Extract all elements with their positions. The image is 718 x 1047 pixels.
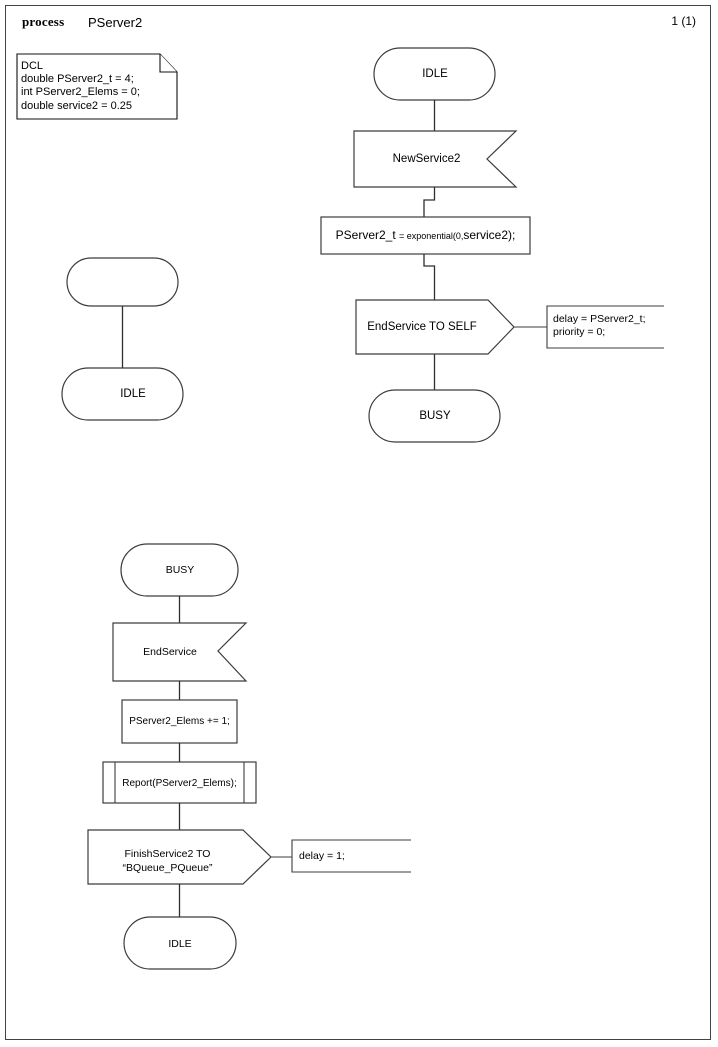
procedure-label-report: Report(PServer2_Elems); [122, 778, 237, 789]
state-symbol-busy-bottom[interactable] [120, 543, 239, 597]
input-symbol-newservice2[interactable] [353, 130, 518, 188]
dcl-box-shape [16, 53, 178, 120]
state-label-busy-top: BUSY [419, 410, 451, 422]
output-label-finishservice2: FinishService2 TO “BQueue_PQueue” [90, 847, 245, 875]
output-label-endservice-to-self: EndService TO SELF [367, 321, 477, 333]
start-symbol[interactable] [66, 257, 179, 307]
state-label-idle-bottom: IDLE [168, 938, 192, 950]
state-symbol-idle-top[interactable] [373, 47, 496, 101]
output-symbol-endservice-to-self[interactable] [355, 299, 515, 355]
comment-text-endservice: delay = PServer2_t; priority = 0; [553, 313, 646, 338]
state-symbol-idle-bottom[interactable] [123, 916, 237, 970]
input-symbol-endservice[interactable] [112, 622, 248, 682]
task-label-part-rhs: service2); [463, 228, 516, 242]
dcl-text: DCL double PServer2_t = 4; int PServer2_… [21, 60, 140, 112]
diagram-title: PServer2 [88, 15, 143, 30]
connector-task-to-output [423, 254, 436, 300]
comment-box-finishservice2 [291, 839, 411, 873]
task-label-pserver2-elems: PServer2_Elems += 1; [129, 716, 230, 727]
task-symbol-pserver2-t[interactable] [320, 216, 531, 255]
connector-newservice2-to-task [423, 187, 436, 217]
task-label-pserver2-t: PServer2_t = exponential(0,service2); [321, 228, 530, 243]
page-number: 1 (1) [671, 14, 696, 28]
procedure-symbol-report[interactable] [102, 761, 257, 804]
state-label-busy-bottom: BUSY [165, 564, 195, 576]
state-label-idle-left: IDLE [120, 388, 146, 400]
page-frame [5, 5, 711, 1040]
comment-text-finishservice2: delay = 1; [299, 850, 345, 862]
output-label-line1: FinishService2 TO [124, 848, 211, 860]
output-symbol-finishservice2[interactable] [87, 829, 272, 885]
state-symbol-busy-top[interactable] [368, 389, 501, 443]
input-label-newservice2: NewService2 [392, 153, 461, 165]
state-symbol-idle-left[interactable] [61, 367, 184, 421]
diagram-keyword: process [22, 14, 65, 29]
output-label-line2: “BQueue_PQueue” [122, 862, 213, 874]
input-label-endservice: EndService [143, 646, 197, 658]
task-label-part-lhs: PServer2_t [335, 228, 400, 242]
dcl-fold-corner [159, 54, 177, 73]
task-symbol-pserver2-elems[interactable] [121, 699, 238, 744]
state-label-idle-top: IDLE [422, 68, 448, 80]
task-label-part-mid: = exponential(0, [399, 231, 464, 241]
comment-box-endservice [546, 305, 664, 349]
